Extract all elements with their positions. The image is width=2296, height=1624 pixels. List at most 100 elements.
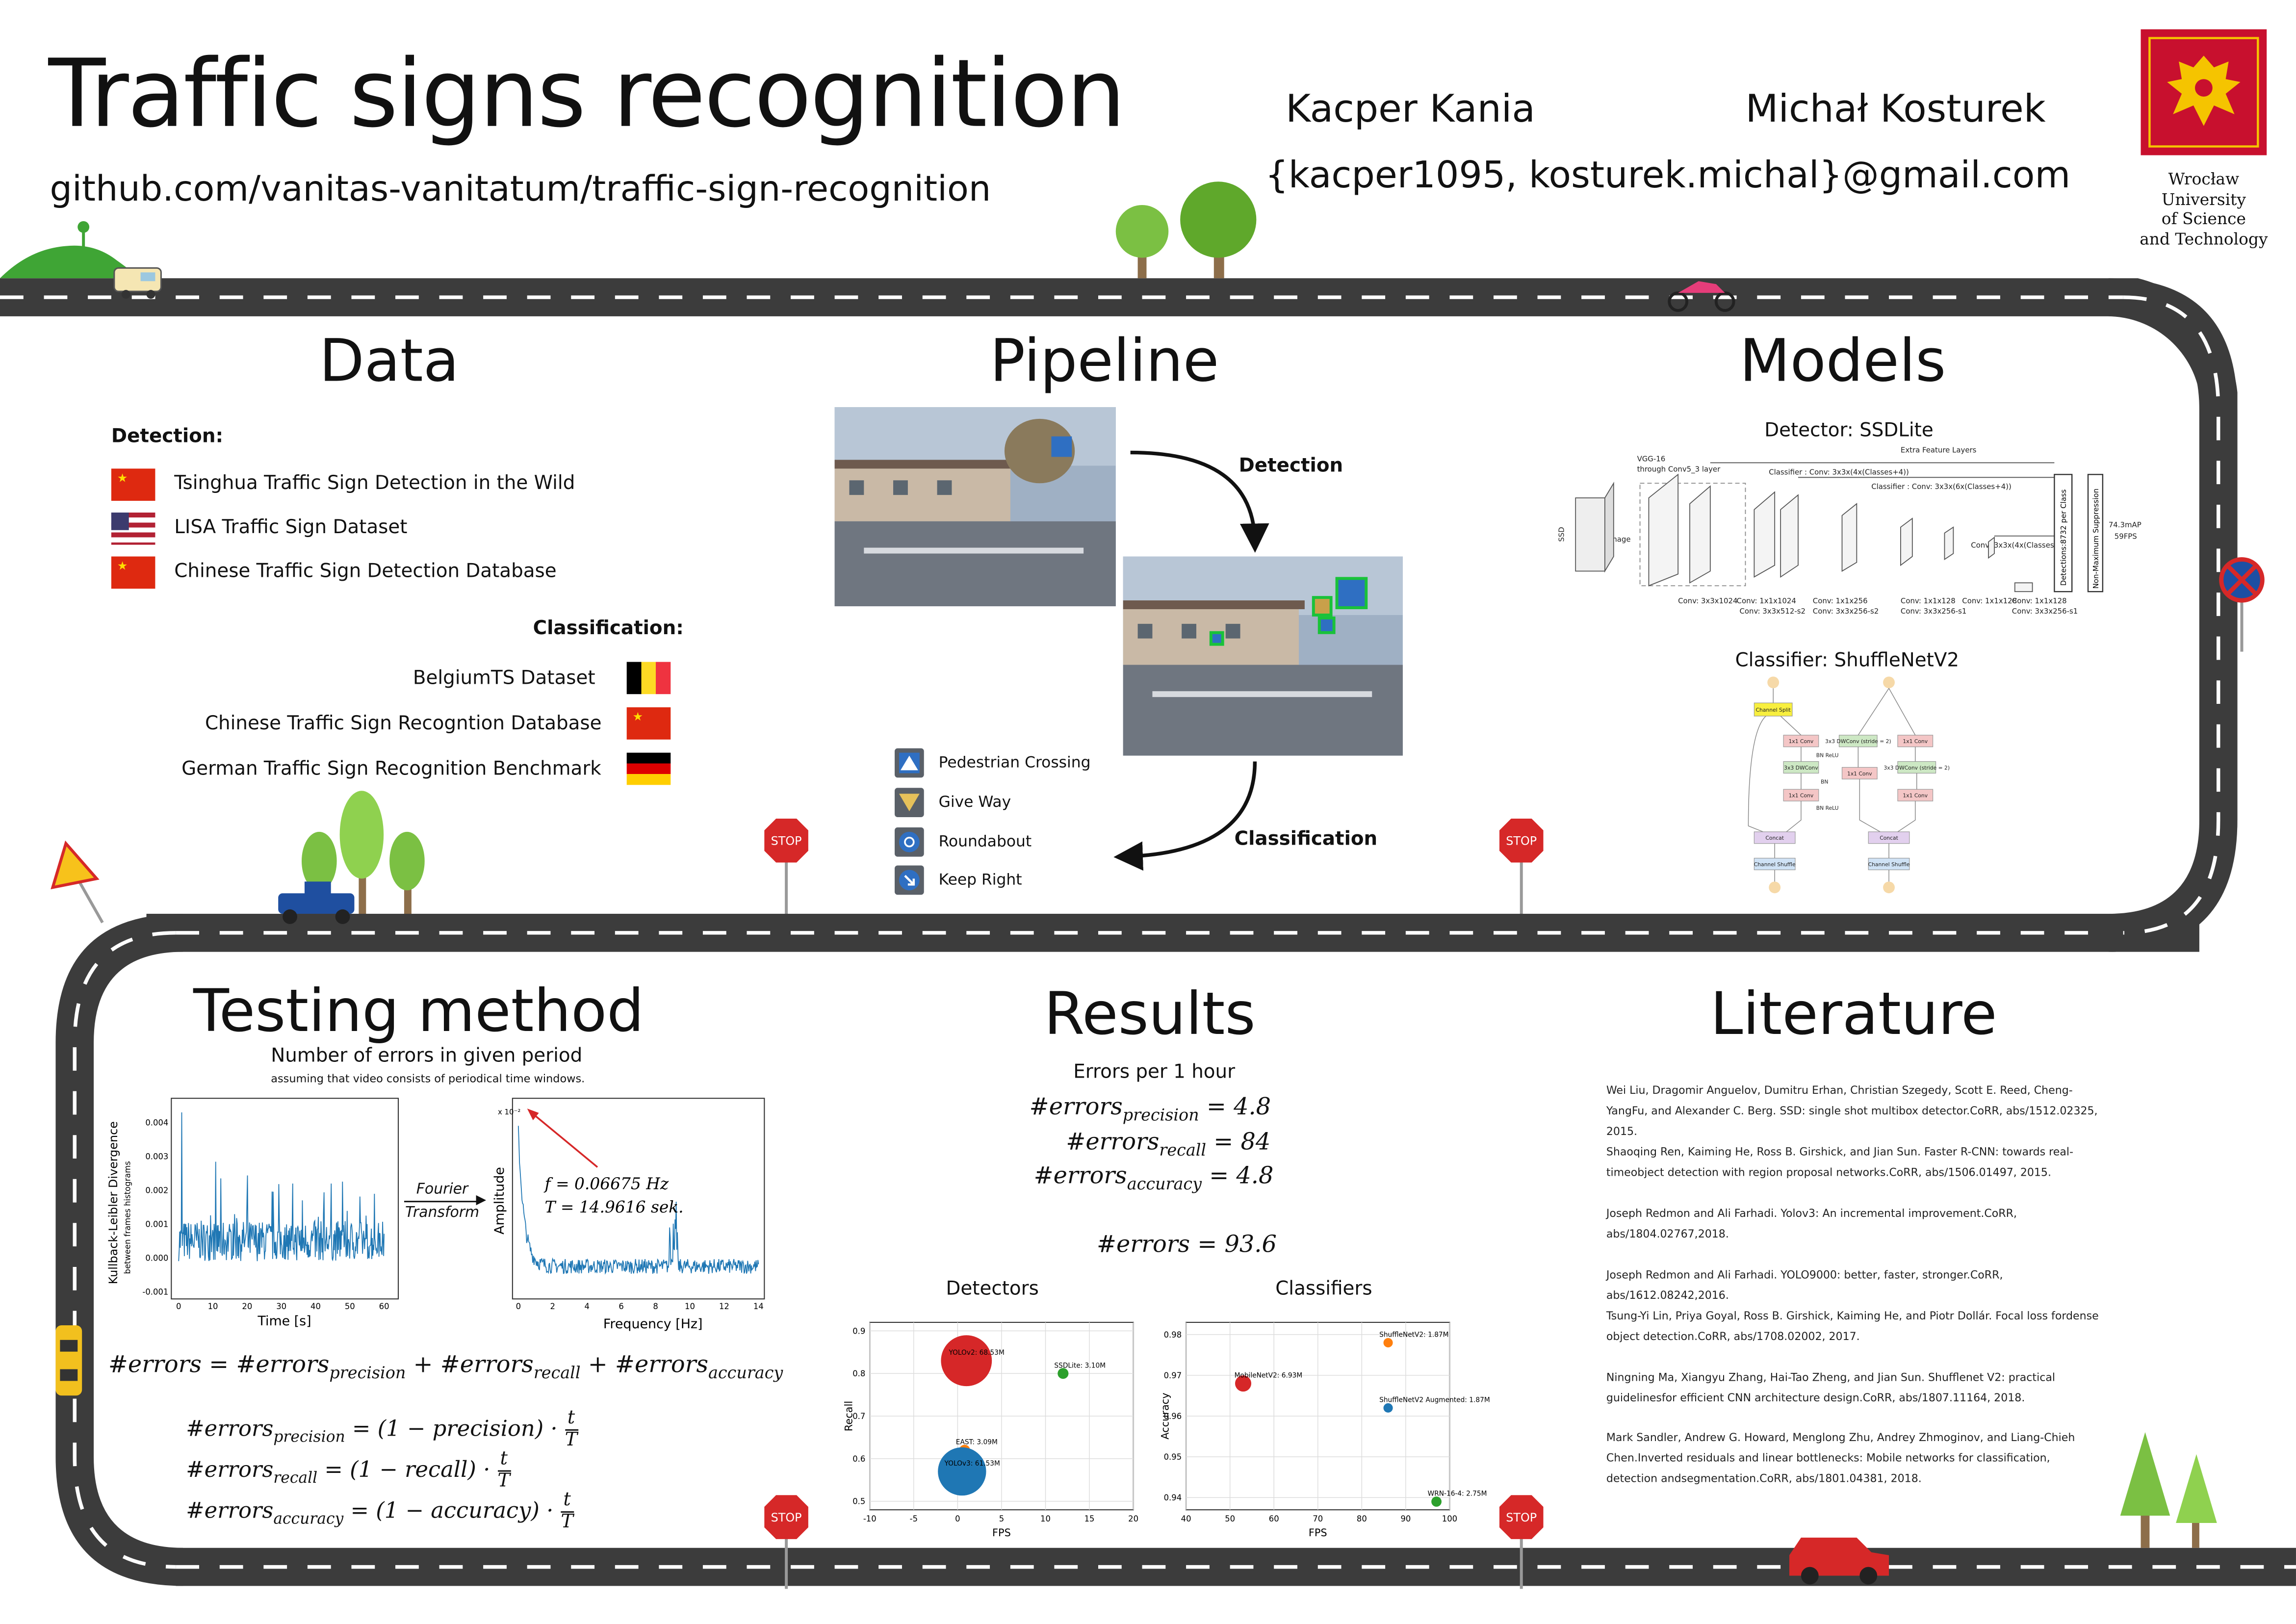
testing-subsubtitle: assuming that video consists of periodic… [271, 1072, 585, 1085]
shufflenet-dwconv-s2: 3x3 DWConv (stride = 2) [1825, 738, 1891, 745]
fourier-label: Fourier [416, 1182, 468, 1198]
eq-term: #errors [186, 1415, 274, 1442]
reference-item: Mark Sandler, Andrew G. Howard, Menglong… [1606, 1430, 2075, 1485]
eq-term: = (1 − accuracy) · [343, 1497, 561, 1524]
ft-xtick: 0 [516, 1302, 521, 1311]
result-recall: #errorsrecall = 84 [1066, 1128, 1270, 1160]
detectors-xtick: -5 [910, 1514, 918, 1523]
kl-ytick: 0.000 [145, 1253, 168, 1263]
classifier-label: Classifier: ShuffleNetV2 [1735, 650, 1960, 672]
shufflenet-conv1: 1x1 Conv [1789, 738, 1814, 745]
university-line: and Technology [2140, 229, 2268, 249]
street-photo-detected [1123, 556, 1403, 756]
sign-row-roundabout: Roundabout [895, 827, 1032, 857]
detectors-xtick: 20 [1128, 1514, 1138, 1523]
university-name: Wrocław University of Science and Techno… [2131, 170, 2277, 249]
ssd-classifier-c: Conv: 3x3x(4x(Classes+4)) [1971, 541, 2070, 550]
eq-sub: precision [273, 1428, 345, 1446]
classifiers-xlabel: FPS [1309, 1527, 1327, 1539]
testing-heading: Testing method [193, 978, 644, 1046]
detectors-xtick: -10 [863, 1514, 877, 1523]
university-line: University [2161, 189, 2246, 209]
sign-label: Give Way [938, 794, 1011, 812]
ft-xtick: 12 [719, 1302, 729, 1311]
result-accuracy: #errorsaccuracy = 4.8 [1034, 1161, 1274, 1194]
shufflenet-bn: BN [1821, 778, 1828, 785]
classifiers-xtick: 70 [1313, 1514, 1323, 1523]
sign-row-give-way: Give Way [895, 788, 1011, 817]
result-precision: #errorsprecision = 4.8 [1030, 1092, 1271, 1125]
classifiers-ylabel: Accuracy [1159, 1392, 1171, 1439]
detectors-point-label: SSDLite: 3.10M [1054, 1362, 1106, 1369]
kl-xtick: 20 [242, 1302, 252, 1311]
detectors-xlabel: FPS [992, 1527, 1011, 1539]
shufflenet-channel-split: Channel Split [1756, 707, 1791, 713]
eagle-icon [2148, 37, 2259, 148]
repo-link[interactable]: github.com/vanitas-vanitatum/traffic-sig… [50, 168, 991, 209]
models-heading: Models [1739, 328, 1946, 396]
author-1: Kacper Kania [1286, 88, 1535, 132]
reference-item: Joseph Redmon and Ali Farhadi. YOLO9000:… [1606, 1268, 2003, 1302]
detectors-title: Detectors [946, 1278, 1039, 1301]
ssd-bottom-label2: Conv: 3x3x512-s2 [1740, 607, 1806, 616]
classifiers-point [1431, 1496, 1442, 1507]
shufflenet-concat: Concat [1880, 835, 1898, 841]
eq-sub: recall [1159, 1141, 1207, 1160]
svg-text:STOP: STOP [771, 1511, 802, 1524]
usa-flag-icon [111, 512, 155, 545]
detection-step-label: Detection [1238, 455, 1343, 478]
frac-den: T [497, 1470, 510, 1493]
shufflenet-dwconv: 3x3 DWConv [1784, 765, 1818, 771]
detection-label: Detection: [111, 426, 223, 448]
data-heading: Data [319, 328, 459, 396]
detectors-ytick: 0.5 [852, 1497, 865, 1506]
fourier-arrow: Fourier ▶ Transform [404, 1182, 486, 1221]
detectors-point [1058, 1368, 1069, 1379]
classifiers-xtick: 80 [1357, 1514, 1367, 1523]
email: {kacper1095, kosturek.michal}@gmail.com [1265, 154, 2071, 197]
svg-text:STOP: STOP [1506, 834, 1537, 848]
ssd-bottom-label: Conv: 1x1x128 [1962, 596, 2017, 605]
classification-label: Classification: [533, 618, 684, 640]
ssd-bottom-label: Conv: 1x1x1024 [1737, 596, 1796, 605]
eq-term: #errors = #errors [108, 1350, 330, 1378]
shufflenet-diagram: Channel Split 1x1 Conv 3x3 DWConv 1x1 Co… [1748, 676, 1950, 894]
eq-sub: recall [533, 1364, 581, 1383]
stop-sign-top-1: STOP [764, 818, 808, 914]
china-flag-icon: ★ [626, 707, 671, 740]
svg-text:STOP: STOP [771, 834, 802, 848]
dataset-gtsrb: German Traffic Sign Recognition Benchmar… [181, 758, 601, 781]
classifiers-xtick: 100 [1442, 1514, 1457, 1523]
classifiers-point-label: ShuffleNetV2: 1.87M [1379, 1331, 1448, 1339]
arrow-right-icon: ▶ [404, 1193, 486, 1208]
eq-term: #errors [186, 1497, 274, 1524]
kl-xtick: 40 [310, 1302, 321, 1311]
eq-term: #errors [1096, 1230, 1190, 1258]
kl-ytick: 0.001 [145, 1219, 168, 1229]
university-logo [2141, 29, 2267, 155]
detectors-xtick: 5 [999, 1514, 1004, 1523]
results-subtitle: Errors per 1 hour [1073, 1061, 1236, 1084]
errors-equation: #errors = #errorsprecision + #errorsreca… [108, 1350, 783, 1383]
reference-item: Shaoqing Ren, Kaiming He, Ross B. Girshi… [1606, 1145, 2073, 1179]
ssd-map: 74.3mAP [2109, 520, 2141, 529]
eq-sub: recall [273, 1469, 318, 1487]
eq-term: = (1 − recall) · [317, 1456, 497, 1483]
pipeline-heading: Pipeline [990, 328, 1219, 396]
results-heading: Results [1044, 981, 1256, 1049]
university-line: Wrocław [2168, 170, 2240, 189]
eq-sub: precision [1122, 1106, 1199, 1125]
classifiers-xtick: 40 [1181, 1514, 1191, 1523]
classifiers-ytick: 0.96 [1164, 1412, 1182, 1421]
detectors-point [938, 1447, 986, 1496]
ssd-fps: 59FPS [2115, 532, 2137, 541]
kl-xtick: 30 [276, 1302, 286, 1311]
classifiers-xtick: 90 [1400, 1514, 1411, 1523]
